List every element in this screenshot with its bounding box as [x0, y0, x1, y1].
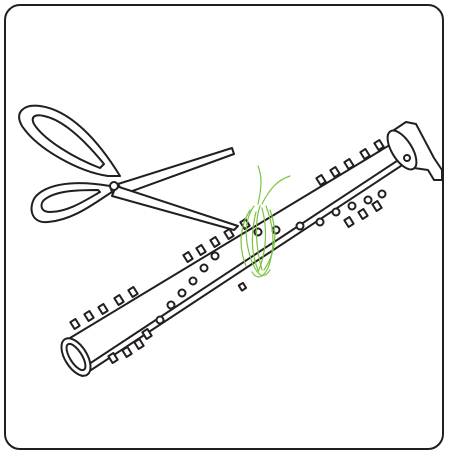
scissors-icon: [19, 106, 238, 230]
bristle-row-upper: [70, 140, 383, 329]
